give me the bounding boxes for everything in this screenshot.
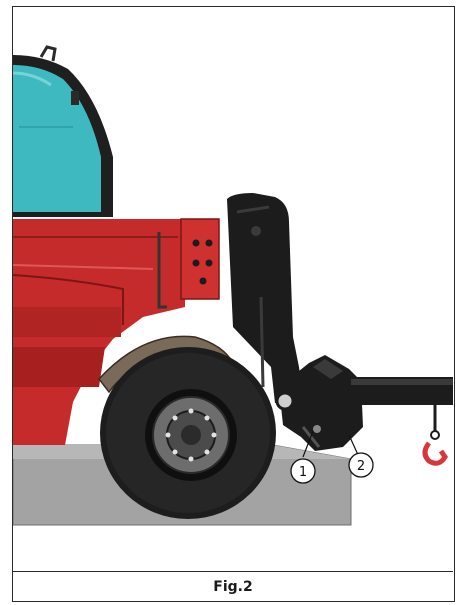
cab-glass [13,65,101,212]
hook-icon [425,405,445,463]
telehandler-illustration: 1 2 [13,7,453,570]
front-wheel [100,347,276,519]
figure-caption: Fig.2 [213,579,252,595]
svg-text:1: 1 [299,465,307,480]
callout-1: 1 [291,459,315,483]
svg-text:2: 2 [357,459,365,474]
attachment-assembly [277,355,453,451]
figure-illustration: 1 2 [13,7,453,570]
caption-row: Fig.2 [13,571,453,602]
callout-2: 2 [349,453,373,477]
figure-frame: 1 2 Fig.2 [12,6,455,602]
